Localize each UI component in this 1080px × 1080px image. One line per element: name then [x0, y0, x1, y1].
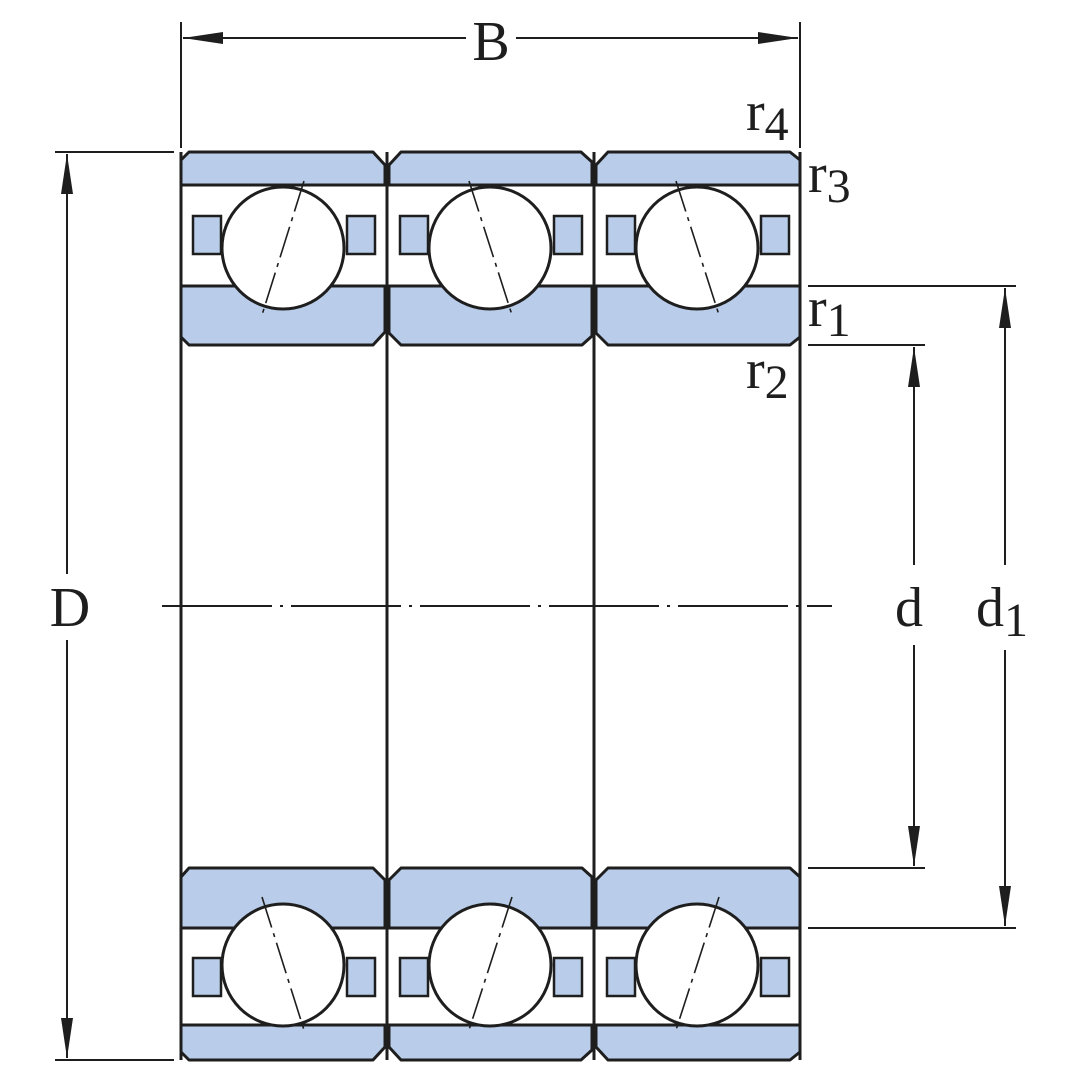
contact-line-bottom-1	[261, 896, 305, 1031]
outer-ring-top-2	[387, 150, 594, 187]
contact-line-top-2	[468, 180, 513, 316]
cage-left-top-2	[398, 214, 430, 256]
inner-ring-top-1	[179, 284, 387, 347]
contact-line-top-1	[261, 180, 305, 316]
inner-ring-bottom-1	[179, 866, 387, 930]
label-d1: d1	[976, 577, 1028, 647]
cage-left-top-1	[191, 214, 223, 256]
bearing-row-3-top	[594, 150, 802, 347]
outer-ring-bottom-1	[179, 1023, 387, 1062]
outer-ring-bottom-3	[594, 1023, 802, 1062]
bearing-row-3-bottom	[594, 866, 802, 1062]
dimension-d: d	[808, 344, 925, 869]
bearing-row-2-bottom	[387, 866, 594, 1062]
contact-line-bottom-3	[675, 896, 720, 1031]
bearing-row-2-top	[387, 150, 594, 347]
dimension-d1: d1	[808, 285, 1028, 929]
cage-right-bottom-3	[759, 956, 791, 998]
label-B: B	[472, 11, 509, 73]
cage-left-bottom-3	[605, 956, 637, 998]
cage-left-top-3	[605, 214, 637, 256]
cage-left-bottom-2	[398, 956, 430, 998]
label-r3: r3	[808, 143, 851, 213]
inner-ring-top-3	[594, 284, 802, 347]
label-D: D	[50, 577, 90, 639]
dimension-B: B	[180, 11, 801, 148]
label-r1: r1	[808, 277, 851, 347]
inner-ring-top-2	[387, 284, 594, 347]
label-d1-main: d	[976, 577, 1004, 639]
label-d1-sub: 1	[1004, 594, 1028, 647]
inner-ring-bottom-3	[594, 866, 802, 930]
inner-ring-bottom-2	[387, 866, 594, 930]
bearing-row-1-top	[179, 150, 387, 347]
cage-right-bottom-1	[345, 956, 377, 998]
label-r4: r4	[746, 81, 789, 151]
label-d: d	[895, 577, 923, 639]
label-r2: r2	[746, 339, 789, 409]
outer-ring-bottom-2	[387, 1023, 594, 1062]
outer-ring-top-3	[594, 150, 802, 187]
bearing-row-1-bottom	[179, 866, 387, 1062]
cage-left-bottom-1	[191, 956, 223, 998]
cage-right-top-3	[759, 214, 791, 256]
contact-line-top-3	[675, 180, 720, 316]
cage-right-bottom-2	[552, 956, 584, 998]
dimension-D: D	[50, 151, 174, 1061]
cage-right-top-2	[552, 214, 584, 256]
contact-line-bottom-2	[468, 896, 513, 1031]
cage-right-top-1	[345, 214, 377, 256]
outer-ring-top-1	[179, 150, 387, 187]
